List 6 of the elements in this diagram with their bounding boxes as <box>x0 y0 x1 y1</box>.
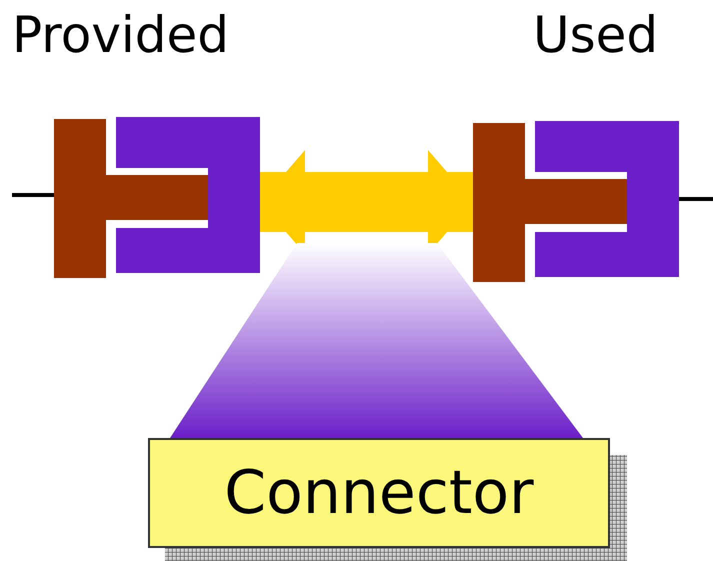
connector-box <box>148 438 610 548</box>
component-label: Used <box>533 5 658 65</box>
connector-line <box>12 193 54 197</box>
connector-line <box>679 197 713 201</box>
component-label: Provided <box>12 5 230 65</box>
connector-label: Connector <box>224 458 534 528</box>
